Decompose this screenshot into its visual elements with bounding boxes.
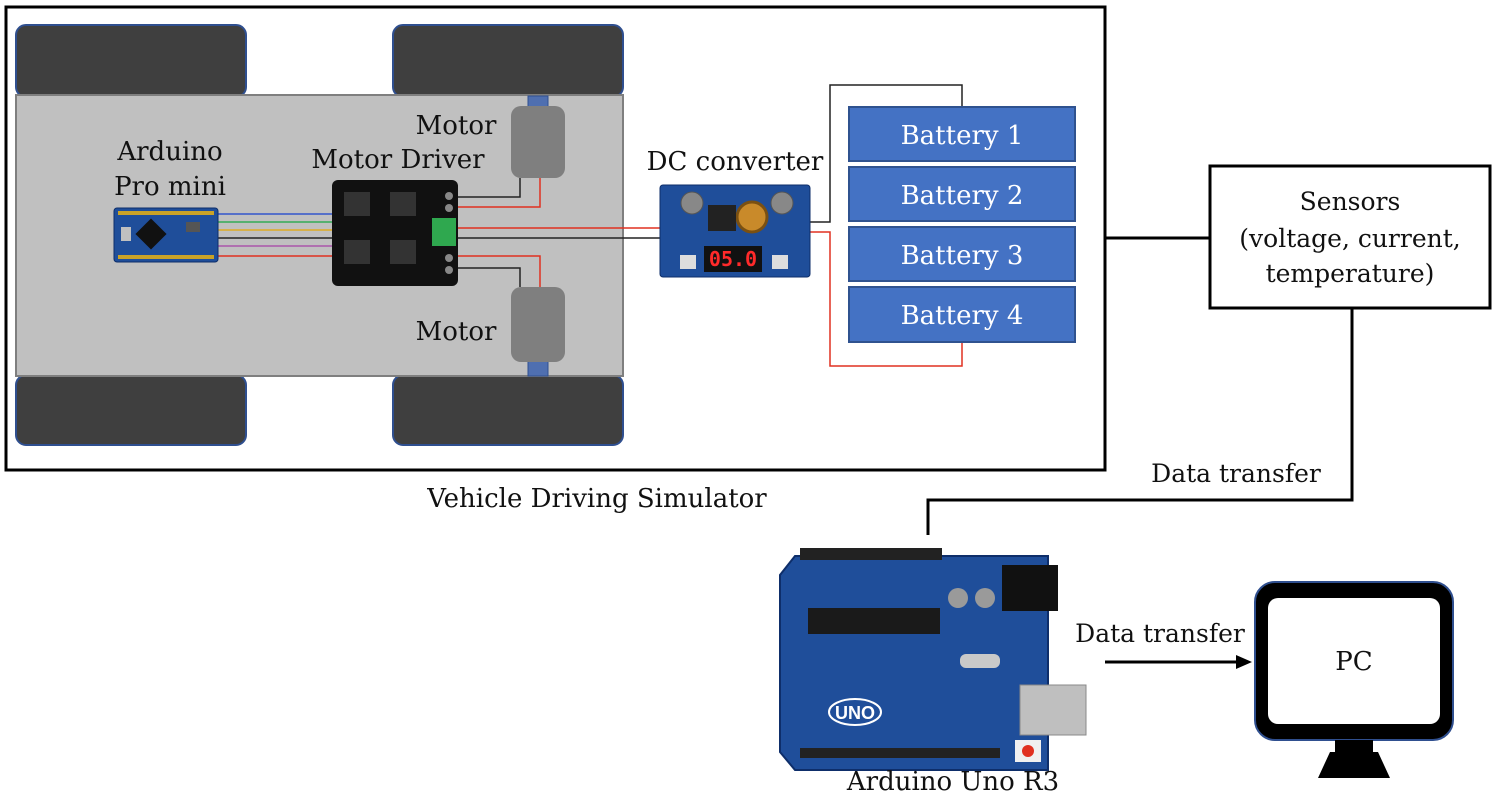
converter-wires bbox=[458, 227, 660, 239]
battery-4 bbox=[848, 286, 1076, 343]
motor-top-label: Motor bbox=[416, 111, 497, 141]
wheel-front-right bbox=[392, 24, 624, 98]
sensor-uno-link bbox=[926, 308, 1354, 535]
wheel-rear-right bbox=[392, 374, 624, 446]
motor-top bbox=[511, 95, 565, 178]
wheel-rear-left bbox=[15, 374, 247, 446]
sensors-title: Sensors bbox=[1300, 187, 1401, 216]
dc-converter-board: 05.0 bbox=[659, 184, 811, 278]
battery-2-label: Battery 2 bbox=[901, 181, 1024, 211]
pro-mini-wires bbox=[218, 213, 332, 257]
dc-converter-label: DC converter bbox=[647, 147, 824, 177]
battery-1 bbox=[848, 106, 1076, 162]
uno-pc-arrow bbox=[1105, 655, 1252, 669]
arduino-uno-board: UNO bbox=[779, 548, 1087, 771]
battery-2 bbox=[848, 166, 1076, 222]
battery-4-label: Battery 4 bbox=[901, 301, 1024, 331]
battery-3-label: Battery 3 bbox=[901, 241, 1024, 271]
battery-pack: Battery 1 Battery 2 Battery 3 Battery 4 bbox=[848, 106, 1076, 343]
dc-display-value: 05.0 bbox=[709, 247, 757, 271]
pc-monitor-stand bbox=[1318, 752, 1390, 778]
sensors-box bbox=[1208, 164, 1492, 310]
arduino-uno-label: Arduino Uno R3 bbox=[846, 767, 1059, 797]
battery-wires bbox=[810, 84, 963, 367]
pc-monitor-screen bbox=[1268, 598, 1440, 724]
wheels bbox=[15, 24, 624, 446]
pc-monitor-neck bbox=[1335, 740, 1373, 754]
arduino-pro-mini-label-line2: Pro mini bbox=[114, 172, 226, 202]
sensors-line2: (voltage, current, bbox=[1239, 224, 1460, 253]
uno-logo: UNO bbox=[835, 703, 875, 723]
simulator-caption: Vehicle Driving Simulator bbox=[426, 484, 767, 514]
motor-bottom bbox=[511, 287, 565, 377]
sensors-line3: temperature) bbox=[1266, 259, 1435, 288]
wheel-front-left bbox=[15, 24, 247, 98]
motor-driver-board bbox=[332, 180, 458, 286]
pc-monitor bbox=[1254, 581, 1454, 778]
motor-wires bbox=[458, 178, 541, 287]
battery-1-label: Battery 1 bbox=[901, 121, 1024, 151]
motor-bottom-label: Motor bbox=[416, 317, 497, 347]
arduino-pro-mini-label-line1: Arduino bbox=[116, 137, 222, 167]
battery-3 bbox=[848, 226, 1076, 282]
data-transfer-label-1: Data transfer bbox=[1151, 459, 1321, 488]
pc-label: PC bbox=[1335, 647, 1372, 677]
data-transfer-label-2: Data transfer bbox=[1075, 619, 1245, 648]
arduino-pro-mini-board bbox=[113, 207, 219, 263]
motor-driver-label: Motor Driver bbox=[311, 145, 485, 175]
